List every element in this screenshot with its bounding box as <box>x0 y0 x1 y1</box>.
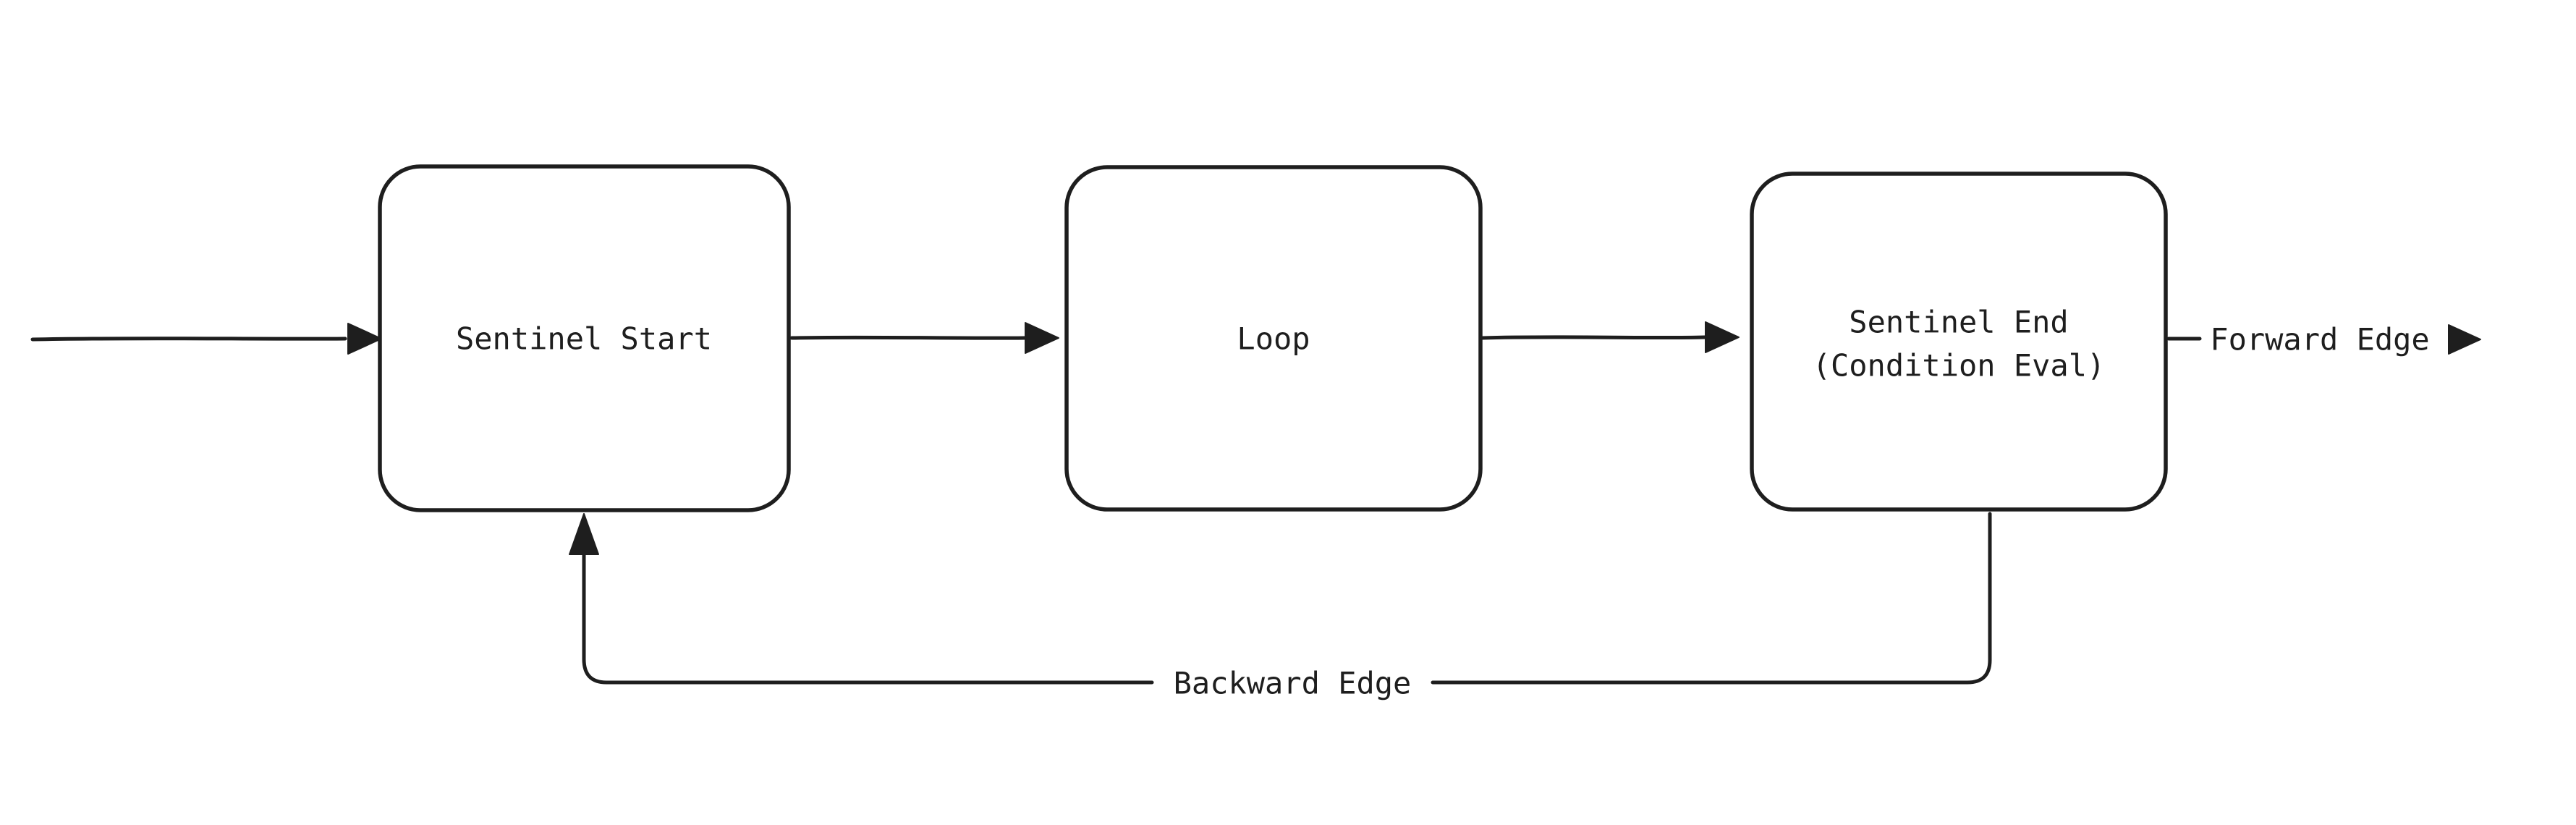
edge-backward-line-left <box>582 551 1154 685</box>
node-sentinel-end-label-line2: (Condition Eval) <box>1813 348 2106 384</box>
edge-backward: Backward Edge <box>569 512 1992 701</box>
node-loop-box <box>1064 165 1483 512</box>
node-sentinel-end: Sentinel End (Condition Eval) <box>1750 172 2168 512</box>
edge-entry-arrowhead-icon <box>347 323 382 355</box>
edge-backward-label: Backward Edge <box>1174 666 1412 701</box>
edge-forward-label: Forward Edge <box>2210 322 2429 358</box>
edge-forward-arrowhead-icon <box>2448 324 2481 355</box>
edge-start-to-loop <box>789 322 1059 354</box>
edge-loop-to-end <box>1480 321 1740 353</box>
edge-backward-arrowhead-icon <box>569 513 599 555</box>
node-sentinel-start-box <box>378 164 791 512</box>
node-sentinel-end-label-line1: Sentinel End <box>1849 305 2068 340</box>
edge-backward-line-right <box>1431 512 1992 685</box>
edge-start-to-loop-line <box>789 335 1027 340</box>
edge-loop-to-end-arrowhead-icon <box>1705 321 1740 353</box>
edge-entry <box>30 323 382 355</box>
node-sentinel-start: Sentinel Start <box>378 164 791 512</box>
edge-loop-to-end-line <box>1480 335 1707 340</box>
edge-forward: Forward Edge <box>2166 322 2481 358</box>
node-loop: Loop <box>1064 165 1483 512</box>
node-loop-label: Loop <box>1237 321 1310 357</box>
node-sentinel-start-label: Sentinel Start <box>456 321 712 357</box>
edge-start-to-loop-arrowhead-icon <box>1025 322 1059 354</box>
node-sentinel-end-box <box>1750 172 2168 512</box>
